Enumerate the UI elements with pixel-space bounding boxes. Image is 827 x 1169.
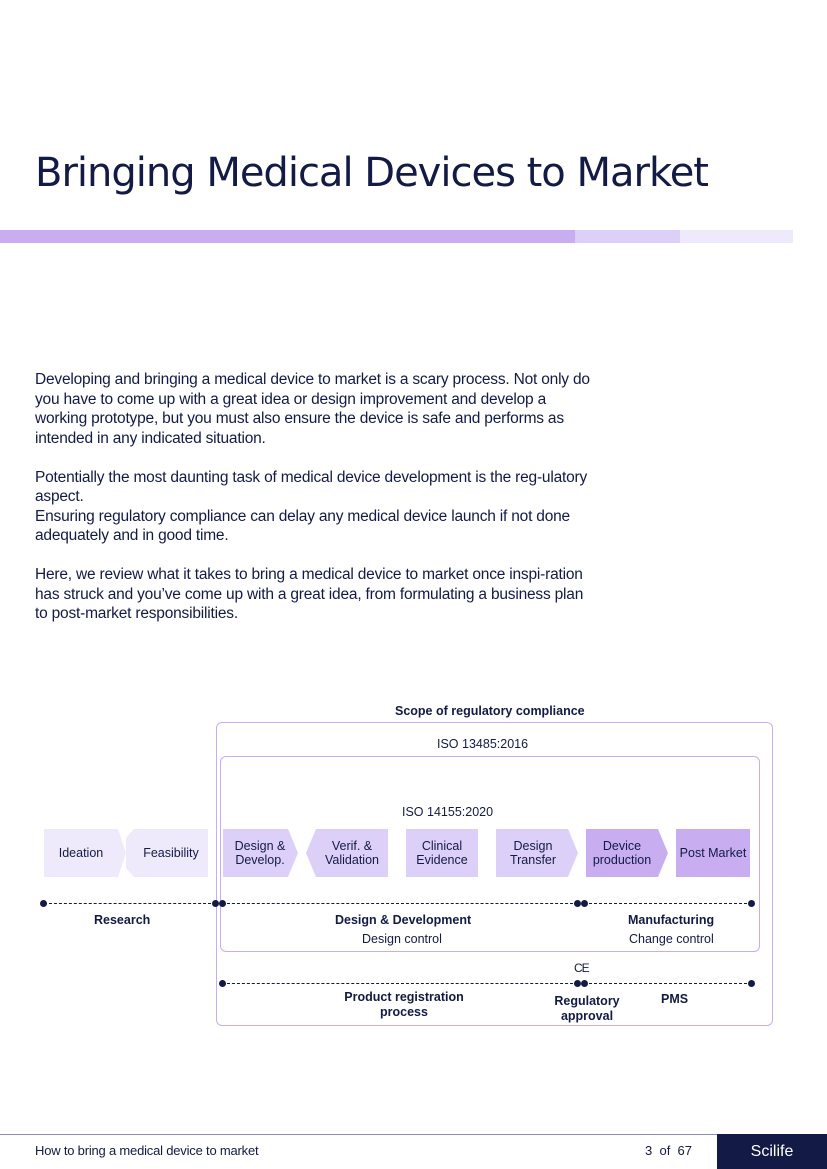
phase-research: Research [94,913,151,927]
timeline-dot [212,900,219,907]
regulatory-approval-label: Regulatory approval [554,994,620,1023]
timeline-dot [748,980,755,987]
timeline-dot [574,900,581,907]
step-shape-design-transfer [496,829,578,877]
step-post-market: Post Market [679,846,747,860]
timeline-dot [574,980,581,987]
timeline-dot [40,900,47,907]
page-number: 3 of 67 [645,1143,692,1158]
step-shape-device-production [586,829,668,877]
timeline-registration [222,983,578,984]
scope-box [216,722,773,1026]
step-shape-feasibility [126,829,208,877]
step-shape-verif-validation [306,829,388,877]
accent-bar-dark [0,230,575,243]
step-clinical-evidence: Clinical Evidence [416,839,468,867]
step-shape-ideation [44,829,126,877]
timeline-dot [581,900,588,907]
footer-doc-title: How to bring a medical device to market [35,1143,259,1158]
step-feasibility: Feasibility [143,846,199,860]
step-shape-design-develop [223,829,298,877]
iso-13485-label: ISO 13485:2016 [437,737,529,751]
timeline-pms [584,983,752,984]
iso-14155-label: ISO 14155:2020 [402,805,494,819]
regulatory-diagram: Scope of regulatory compliance ISO 13485… [0,700,827,1040]
scope-label: Scope of regulatory compliance [395,704,585,718]
step-design-develop: Design & Develop. [234,839,286,867]
timeline-design [222,903,578,904]
phase-design-control: Design control [362,932,442,946]
step-device-production: Device production [592,839,652,867]
page-of: of [659,1143,671,1158]
step-design-transfer: Design Transfer [509,839,557,867]
timeline-dot [581,980,588,987]
product-registration-label: Product registration process [344,990,464,1019]
timeline-research [44,903,216,904]
pms-label: PMS [661,992,689,1006]
page-title: Bringing Medical Devices to Market [35,150,709,196]
page-total: 67 [677,1143,693,1158]
timeline-dot [748,900,755,907]
brand-logo: Scilife [717,1134,827,1169]
page-current: 3 [645,1143,653,1158]
footer-divider [0,1134,827,1135]
paragraph-2: Potentially the most daunting task of me… [35,468,588,506]
accent-bar-mid [575,230,680,243]
paragraph-4: Here, we review what it takes to bring a… [35,566,584,622]
step-shape-clinical-evidence [406,829,478,877]
phase-change-control: Change control [629,932,714,946]
step-verif-validation: Verif. & Validation [325,839,379,867]
accent-bar-light [680,230,793,243]
phase-design-development: Design & Development [335,913,472,927]
paragraph-3: Ensuring regulatory compliance can delay… [35,507,570,545]
step-arrows [44,829,750,877]
iso-13485-box [220,756,760,952]
timeline-manufacturing [584,903,752,904]
paragraph-1: Developing and bringing a medical device… [35,371,590,447]
timeline-dot [219,900,226,907]
intro-text: Developing and bringing a medical device… [35,370,595,643]
ce-mark-icon: CE [574,961,590,975]
step-shape-post-market [676,829,750,877]
timeline-dot [219,980,226,987]
step-ideation: Ideation [58,846,104,860]
phase-manufacturing: Manufacturing [628,913,715,927]
